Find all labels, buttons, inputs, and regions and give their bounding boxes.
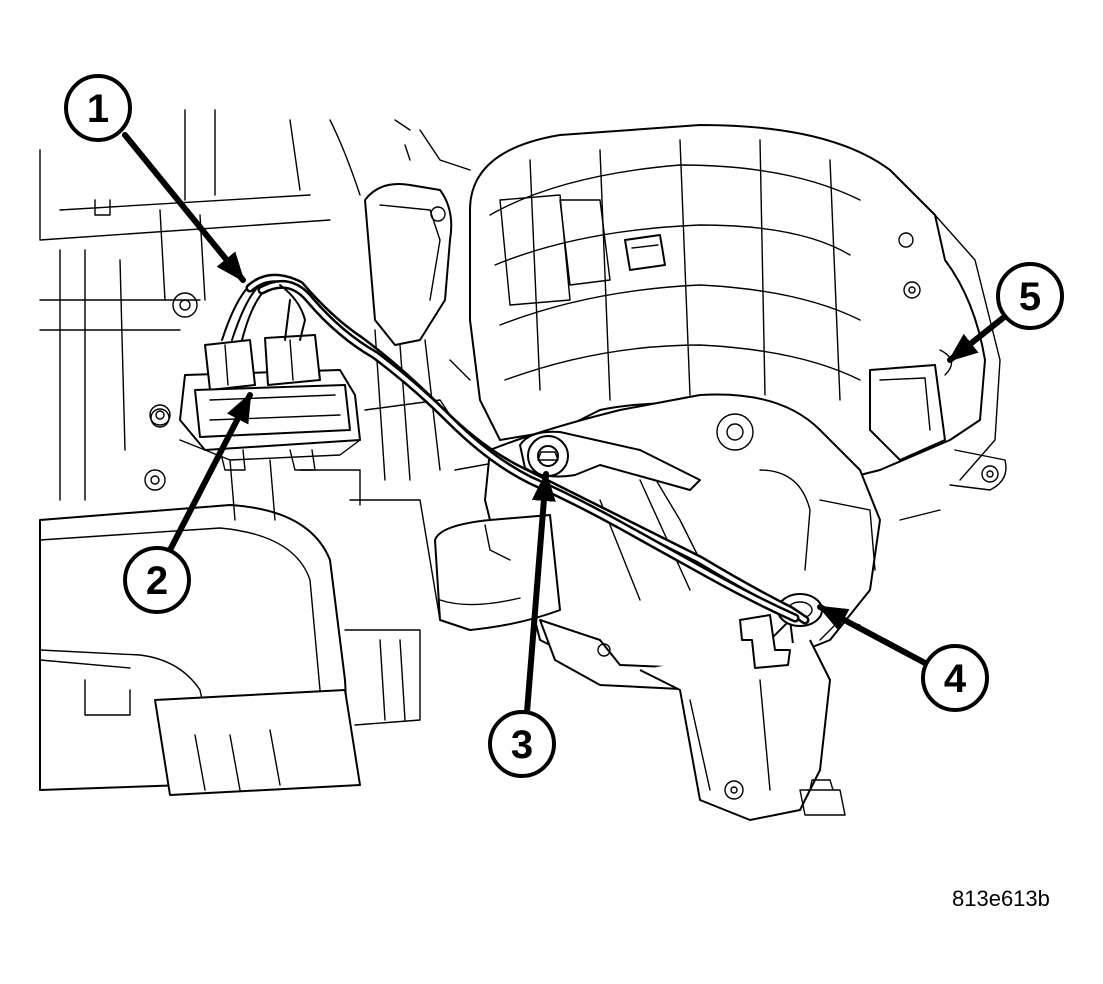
wire-harness xyxy=(245,273,810,625)
callout-5: 5 xyxy=(996,262,1064,330)
callout-leaders xyxy=(122,132,1006,715)
callout-3: 3 xyxy=(488,710,556,778)
callout-2: 2 xyxy=(123,546,191,614)
leader-1 xyxy=(122,132,246,283)
figure-id: 813e613b xyxy=(952,886,1050,911)
leader-3 xyxy=(524,471,556,715)
callout-4: 4 xyxy=(921,644,989,712)
callout-2-label: 2 xyxy=(146,559,168,603)
leader-2 xyxy=(167,392,253,553)
blower-housing xyxy=(434,124,1007,821)
callout-3-label: 3 xyxy=(511,723,533,767)
left-housing-structure xyxy=(39,109,441,796)
center-bracket xyxy=(329,119,511,481)
callout-4-label: 4 xyxy=(944,657,967,701)
resistor-connector xyxy=(150,284,361,471)
callout-5-label: 5 xyxy=(1019,275,1041,319)
leader-5 xyxy=(947,315,1006,363)
leader-4 xyxy=(817,604,928,666)
callout-1-label: 1 xyxy=(87,87,109,131)
callout-1: 1 xyxy=(64,74,132,142)
